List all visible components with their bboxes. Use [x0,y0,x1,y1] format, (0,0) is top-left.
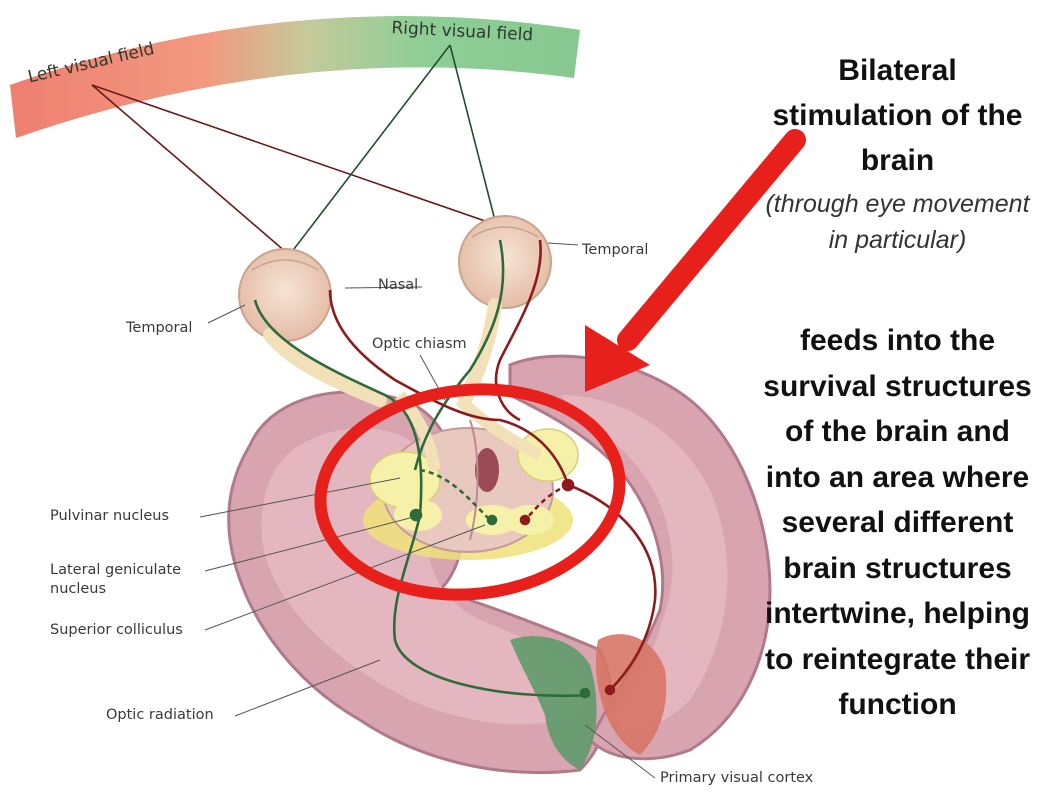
annotation-title: Bilateral stimulation of the brain [760,48,1035,183]
superior-colliculus-label: Superior colliculus [50,622,183,638]
annotation-subtitle: (through eye movement in particular) [760,186,1035,258]
temporal-label-right: Temporal [582,242,648,258]
temporal-label-left: Temporal [126,320,192,336]
lateral-geniculate-nucleus-label: Lateral geniculate nucleus [50,561,210,599]
annotation-body: feeds into the survival structures of th… [760,318,1035,728]
pulvinar-nucleus-label: Pulvinar nucleus [50,508,169,524]
brain-section [229,356,770,772]
optic-radiation-label: Optic radiation [106,707,214,723]
right-eye [459,216,551,308]
left-eye [239,249,331,341]
primary-visual-cortex-label: Primary visual cortex [660,770,813,786]
optic-chiasm-label: Optic chiasm [372,336,467,352]
nasal-label: Nasal [378,277,418,293]
